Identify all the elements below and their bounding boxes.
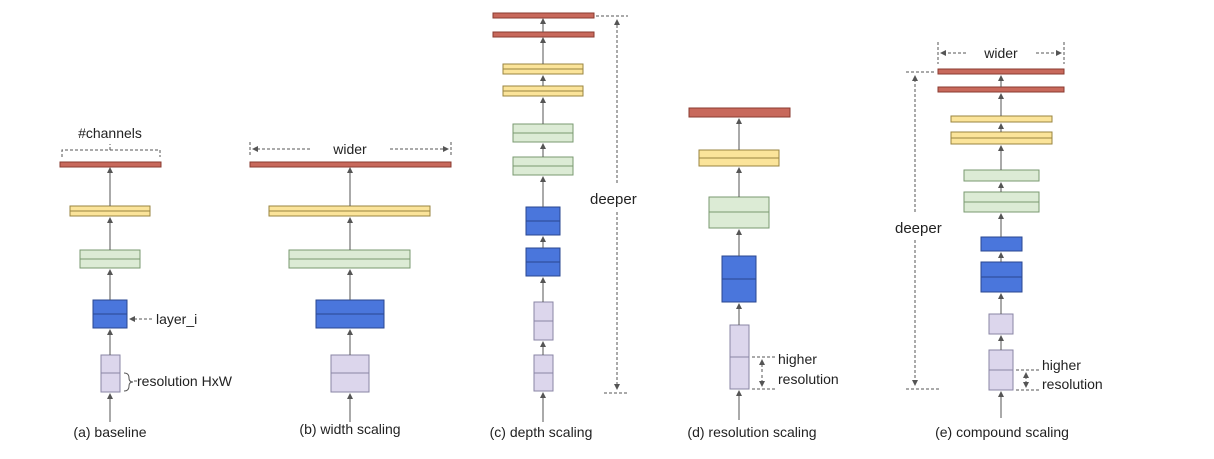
panel-compound-scaling: wider deeper higher resolution (e) compo… — [895, 42, 1103, 440]
compound-conv-block-small — [980, 236, 1023, 252]
resolution-label: resolution HxW — [137, 373, 233, 389]
compound-green-block-small — [963, 169, 1040, 182]
width-network — [249, 161, 452, 422]
resolution-top-block — [688, 107, 791, 118]
depth-network — [492, 12, 595, 422]
caption-width-scaling: (b) width scaling — [299, 421, 400, 437]
compound-deeper-label: deeper — [895, 220, 942, 237]
deeper-label: deeper — [590, 191, 637, 208]
higher-label: higher — [778, 351, 817, 367]
depth-top-block — [492, 12, 595, 19]
compound-higher-annotation: higher resolution — [1016, 357, 1103, 392]
compound-lav-block-small — [988, 313, 1014, 335]
baseline-network — [59, 161, 162, 422]
panel-resolution-scaling: higher resolution (d) resolution scaling — [687, 107, 839, 440]
channels-annotation: #channels — [61, 125, 161, 157]
compound-top-block — [937, 86, 1065, 93]
compound-wider-annotation: wider — [937, 42, 1065, 64]
wider-label: wider — [332, 141, 367, 157]
panel-depth-scaling: deeper (c) depth scaling — [490, 12, 637, 440]
channels-bracket — [61, 149, 161, 157]
compound-wider-label: wider — [983, 45, 1018, 61]
caption-resolution-scaling: (d) resolution scaling — [687, 424, 816, 440]
panel-width-scaling: wider (b) width scaling — [249, 141, 452, 437]
layer-label: layer_i — [156, 311, 197, 327]
width-top-block — [249, 161, 452, 168]
resolution-higher-label: resolution — [778, 371, 839, 387]
deeper-annotation: deeper — [590, 15, 637, 394]
channels-label: #channels — [78, 125, 142, 141]
resolution-network — [688, 107, 791, 420]
baseline-top-block — [59, 161, 162, 168]
wider-annotation: wider — [249, 141, 452, 157]
compound-resolution-label: resolution — [1042, 376, 1103, 392]
depth-top-block — [492, 31, 595, 38]
higher-resolution-annotation: higher resolution — [752, 351, 839, 390]
panel-baseline: #channels layer_i resolution HxW (a) bas… — [59, 125, 233, 440]
compound-network — [937, 68, 1065, 418]
resolution-annotation: resolution HxW — [123, 372, 233, 392]
resolution-brace — [123, 372, 134, 392]
caption-compound-scaling: (e) compound scaling — [935, 424, 1069, 440]
compound-yellow-block-small — [950, 115, 1053, 123]
layer-annotation: layer_i — [129, 311, 197, 327]
compound-top-block — [937, 68, 1065, 75]
caption-baseline: (a) baseline — [73, 424, 146, 440]
compound-deeper-annotation: deeper — [895, 71, 942, 390]
compound-higher-label: higher — [1042, 357, 1081, 373]
caption-depth-scaling: (c) depth scaling — [490, 424, 593, 440]
